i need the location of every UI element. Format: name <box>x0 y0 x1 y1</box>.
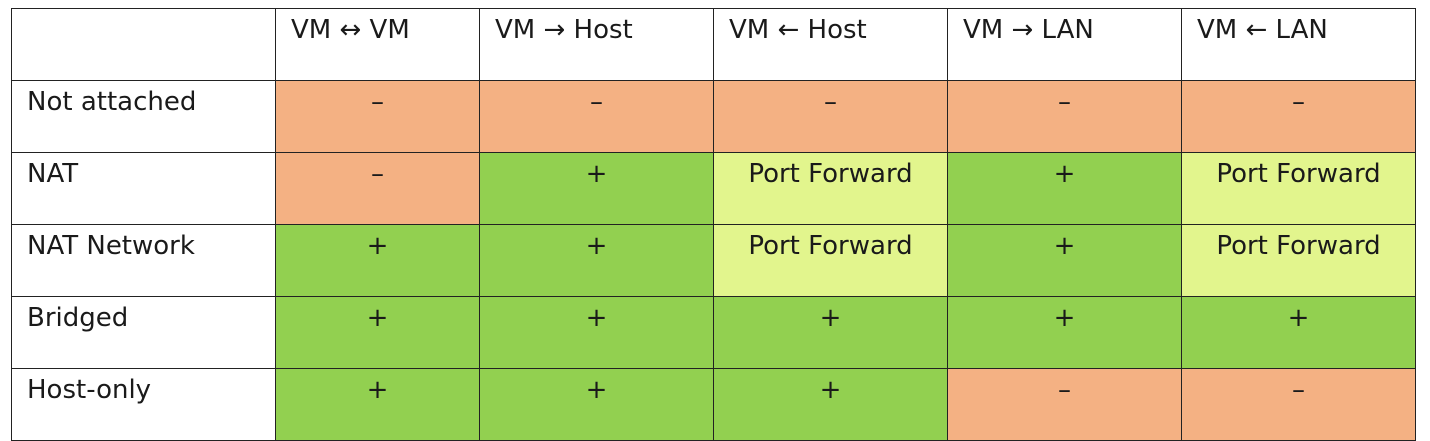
table-cell: – <box>479 80 714 153</box>
header-host-to-vm: VM ← Host <box>713 8 948 81</box>
table-cell: + <box>275 368 480 441</box>
table-cell: + <box>713 368 948 441</box>
table-cell: + <box>1181 296 1416 369</box>
network-modes-table-wrapper: VM ↔ VM VM → Host VM ← Host VM → LAN VM … <box>11 8 1416 441</box>
row-label: Not attached <box>11 80 276 153</box>
table-cell: + <box>947 296 1182 369</box>
table-row-not-attached: Not attached – – – – – <box>11 80 1416 153</box>
row-label: Host-only <box>11 368 276 441</box>
table-cell: + <box>713 296 948 369</box>
table-cell: – <box>947 80 1182 153</box>
header-vm-vm: VM ↔ VM <box>275 8 480 81</box>
table-row-bridged: Bridged + + + + + <box>11 296 1416 369</box>
table-cell: + <box>479 152 714 225</box>
table-header: VM ↔ VM VM → Host VM ← Host VM → LAN VM … <box>11 8 1416 81</box>
table-cell: + <box>479 368 714 441</box>
row-label: NAT <box>11 152 276 225</box>
table-cell: – <box>947 368 1182 441</box>
table-cell: + <box>947 152 1182 225</box>
table-cell: Port Forward <box>713 224 948 297</box>
table-cell: – <box>713 80 948 153</box>
table-cell: Port Forward <box>1181 224 1416 297</box>
header-row: VM ↔ VM VM → Host VM ← Host VM → LAN VM … <box>11 8 1416 81</box>
table-row-nat: NAT – + Port Forward + Port Forward <box>11 152 1416 225</box>
table-row-host-only: Host-only + + + – – <box>11 368 1416 441</box>
table-cell: Port Forward <box>713 152 948 225</box>
header-vm-to-host: VM → Host <box>479 8 714 81</box>
row-label: Bridged <box>11 296 276 369</box>
table-cell: – <box>1181 80 1416 153</box>
corner-cell <box>11 8 276 81</box>
table-cell: Port Forward <box>1181 152 1416 225</box>
header-lan-to-vm: VM ← LAN <box>1181 8 1416 81</box>
header-vm-to-lan: VM → LAN <box>947 8 1182 81</box>
table-row-nat-network: NAT Network + + Port Forward + Port Forw… <box>11 224 1416 297</box>
table-cell: – <box>275 152 480 225</box>
row-label: NAT Network <box>11 224 276 297</box>
table-cell: + <box>479 224 714 297</box>
table-cell: – <box>1181 368 1416 441</box>
table-body: Not attached – – – – – NAT – + Port Forw… <box>11 80 1416 441</box>
table-cell: – <box>275 80 480 153</box>
table-cell: + <box>947 224 1182 297</box>
network-modes-table: VM ↔ VM VM → Host VM ← Host VM → LAN VM … <box>11 8 1416 441</box>
table-cell: + <box>479 296 714 369</box>
table-cell: + <box>275 224 480 297</box>
table-cell: + <box>275 296 480 369</box>
